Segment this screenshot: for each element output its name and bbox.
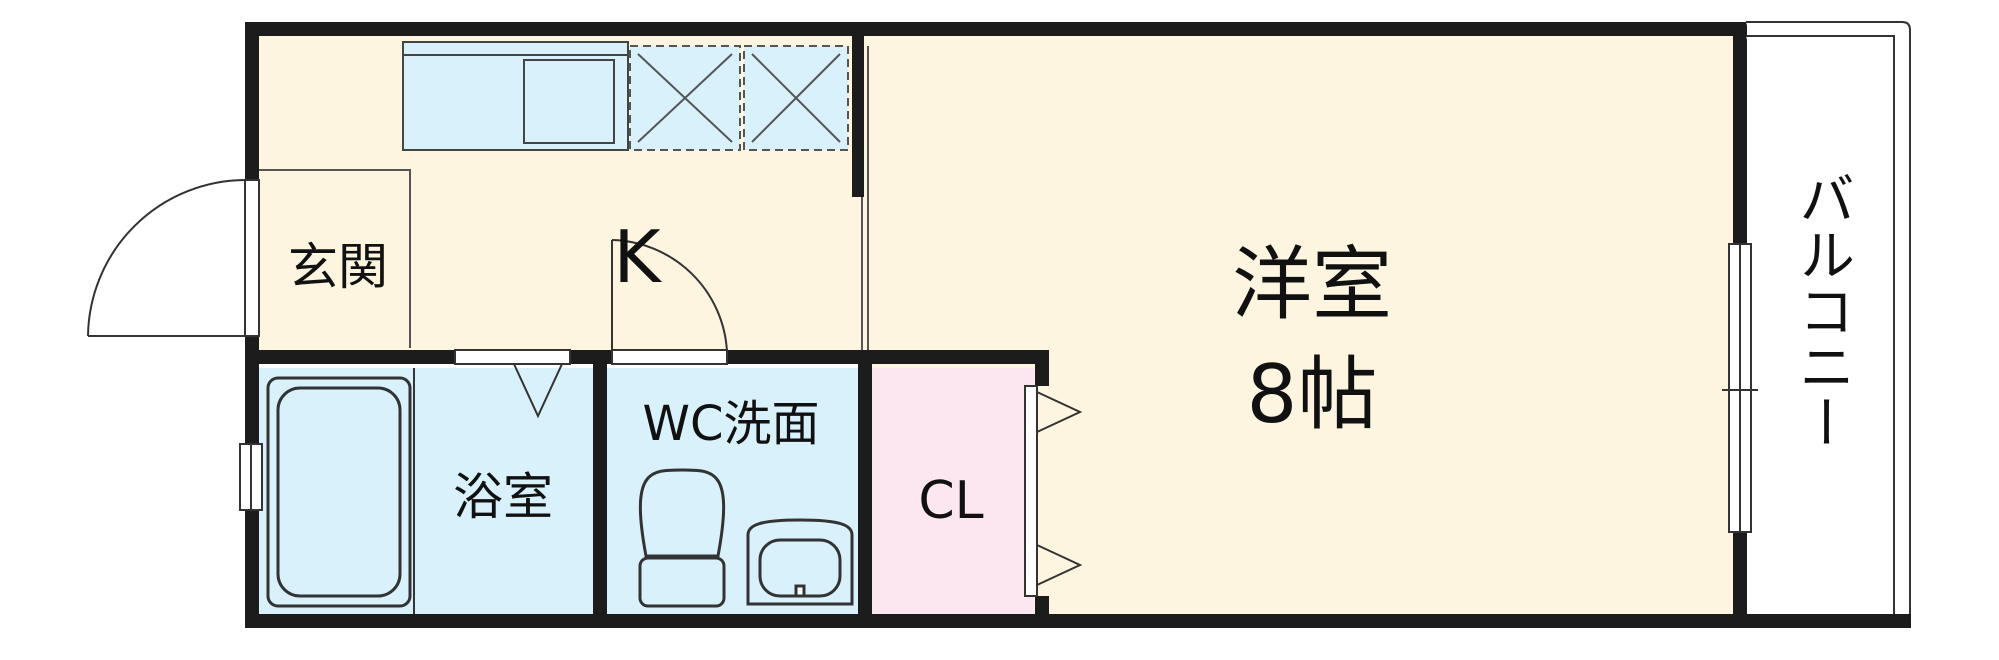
wash-basin [746, 518, 854, 606]
bathtub [266, 376, 412, 608]
bath-door[interactable] [454, 349, 571, 419]
walls [245, 22, 1867, 628]
kitchen-label: K [613, 215, 662, 299]
western-room-name: 洋室 [1232, 238, 1392, 331]
bath-label: 浴室 [453, 468, 553, 526]
western-room-size: 8帖 [1247, 348, 1378, 441]
closet-doors[interactable] [1024, 385, 1083, 597]
kitchen-stove [629, 45, 849, 151]
toilet [638, 468, 726, 608]
entrance-door[interactable] [87, 179, 260, 337]
entrance-label: 玄関 [288, 238, 388, 296]
closet-label: CL [918, 471, 983, 531]
bath-window [239, 443, 263, 511]
kitchen-sliding-door [861, 46, 869, 350]
closet-floor [870, 368, 1034, 615]
kitchen-counter [402, 41, 629, 151]
entrance-step [258, 169, 411, 348]
balcony [1746, 21, 1911, 628]
wc-label: WC洗面 [643, 396, 820, 452]
balcony-label: バルコニー [1790, 170, 1855, 450]
wc-door[interactable] [611, 239, 728, 365]
balcony-window [1722, 243, 1758, 533]
